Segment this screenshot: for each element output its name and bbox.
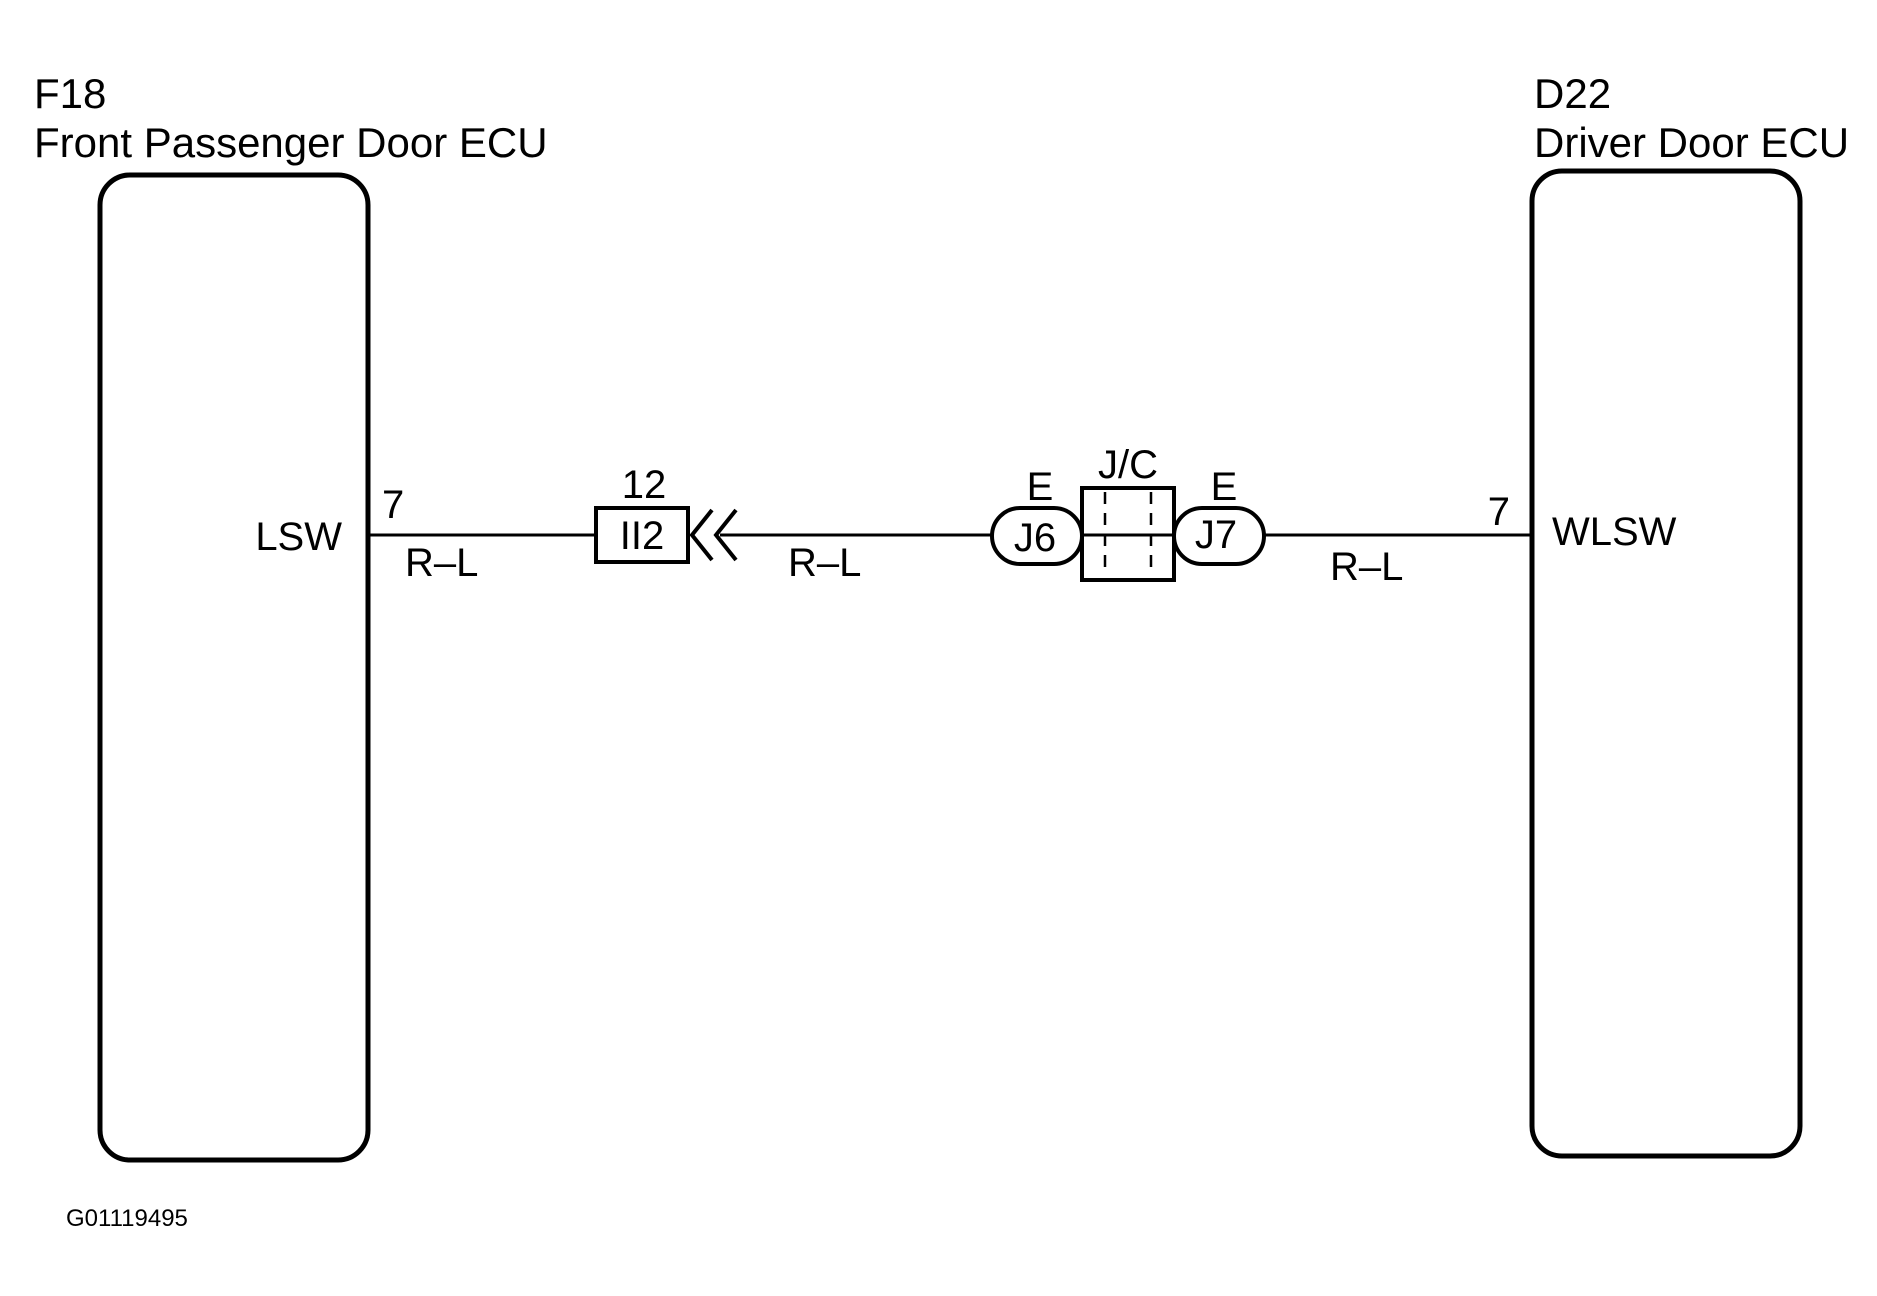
left-ecu-pin: 7 [382,483,404,527]
right-ecu-code: D22 [1534,70,1611,117]
left-ecu-name: Front Passenger Door ECU [34,119,548,166]
junction-connector: J/C E J6 E J7 [990,443,1266,582]
connector-ii2-arrow-outer [713,508,738,562]
j7-code: E [1211,465,1238,509]
right-ecu-box [1529,168,1803,1159]
right-ecu-terminal: WLSW [1552,510,1677,554]
j6-code: E [1027,465,1054,509]
left-ecu-box [97,172,371,1163]
connector-ii2-box [594,506,690,564]
front-passenger-door-ecu: F18 Front Passenger Door ECU LSW 7 [34,70,548,1163]
j7-connector [1172,506,1266,566]
connector-ii2-pin: 12 [622,463,667,507]
junction-connector-label: J/C [1098,443,1158,487]
left-ecu-terminal: LSW [255,515,342,559]
figure-id: G01119495 [66,1205,188,1232]
j6-label: J6 [1014,516,1056,560]
wire-color-label-middle: R–L [788,541,861,585]
driver-door-ecu: D22 Driver Door ECU WLSW 7 [1488,70,1849,1159]
right-ecu-pin: 7 [1488,490,1510,534]
j7-label: J7 [1195,513,1237,557]
connector-ii2-label: II2 [620,514,664,558]
connector-ii2: 12 II2 [594,463,738,564]
wire-color-label-right: R–L [1330,545,1403,589]
left-ecu-code: F18 [34,70,106,117]
wire-color-label-left: R–L [405,541,478,585]
right-ecu-name: Driver Door ECU [1534,119,1849,166]
connector-ii2-arrow-inner [689,508,714,562]
